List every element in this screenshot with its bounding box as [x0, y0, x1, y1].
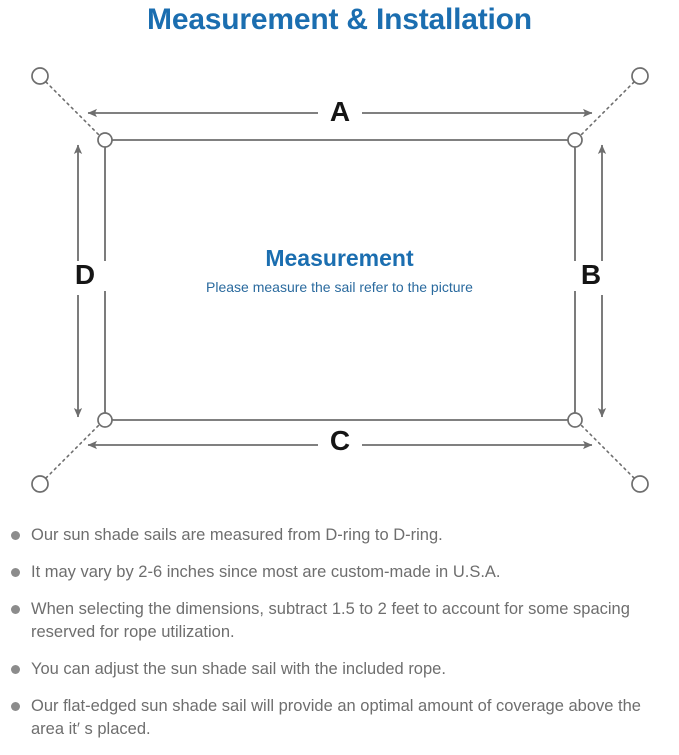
- anchor-point-bottom-right: [631, 475, 649, 493]
- d-ring-bottom-right: [567, 412, 583, 428]
- page-root: Measurement & Installation: [0, 3, 679, 738]
- rope-line-bottom-right: [579, 423, 635, 479]
- list-item: Our flat-edged sun shade sail will provi…: [0, 695, 679, 741]
- anchor-point-bottom-left: [31, 475, 49, 493]
- bullet-icon: [11, 665, 20, 674]
- bullet-icon: [11, 531, 20, 540]
- list-item: Our sun shade sails are measured from D-…: [0, 524, 679, 547]
- rope-line-top-left: [45, 81, 101, 137]
- rope-line-top-right: [579, 81, 635, 137]
- bullet-icon: [11, 702, 20, 711]
- list-item-text: Our sun shade sails are measured from D-…: [31, 526, 443, 544]
- measurement-diagram: Measurement Please measure the sail refe…: [0, 45, 679, 515]
- list-item-text: Our flat-edged sun shade sail will provi…: [31, 697, 641, 738]
- sail-rectangle: [104, 139, 576, 421]
- bullet-icon: [11, 605, 20, 614]
- anchor-point-top-left: [31, 67, 49, 85]
- list-item: When selecting the dimensions, subtract …: [0, 598, 679, 644]
- list-item: You can adjust the sun shade sail with t…: [0, 658, 679, 681]
- anchor-point-top-right: [631, 67, 649, 85]
- list-item-text: When selecting the dimensions, subtract …: [31, 600, 630, 641]
- d-ring-bottom-left: [97, 412, 113, 428]
- page-title: Measurement & Installation: [147, 3, 532, 36]
- list-item-text: It may vary by 2-6 inches since most are…: [31, 563, 501, 581]
- rope-line-bottom-left: [45, 423, 101, 479]
- diagram-svg: [31, 67, 649, 493]
- d-ring-top-right: [567, 132, 583, 148]
- bullet-icon: [11, 568, 20, 577]
- list-item-text: You can adjust the sun shade sail with t…: [31, 660, 446, 678]
- notes-list: Our sun shade sails are measured from D-…: [0, 524, 679, 755]
- d-ring-top-left: [97, 132, 113, 148]
- list-item: It may vary by 2-6 inches since most are…: [0, 561, 679, 584]
